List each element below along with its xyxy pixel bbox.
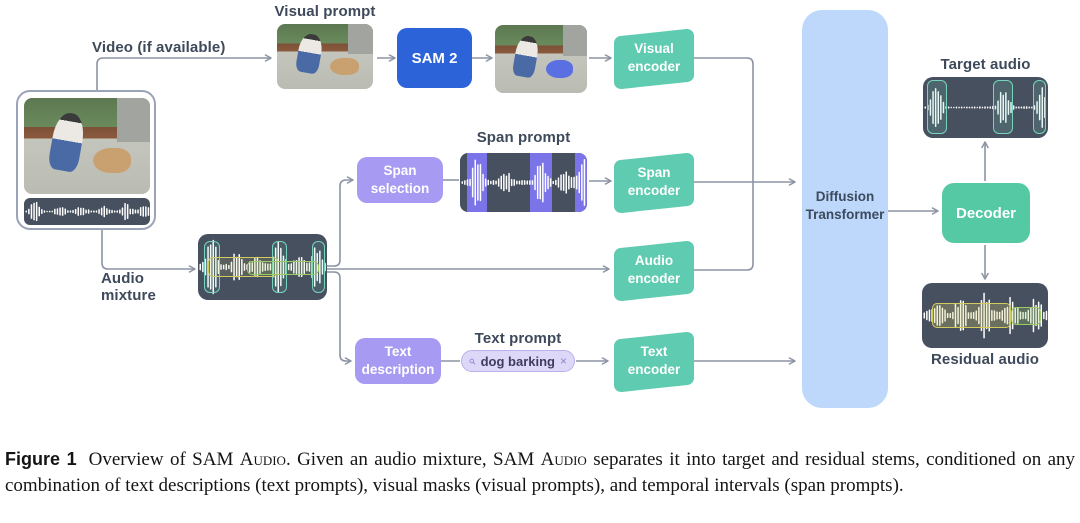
text-prompt-query: dog barking [480, 353, 555, 369]
architecture-diagram: Video (if available) Visual prompt SAM 2… [16, 3, 1048, 408]
visual-encoder-label: Visual encoder [627, 41, 681, 74]
span-selection-node: Span selection [357, 157, 443, 203]
waveform-graphic [460, 153, 587, 212]
target-span-box [1033, 80, 1046, 134]
text-prompt-chip: dog barking × [461, 350, 575, 372]
mixture-span-box [204, 241, 220, 293]
photo-dog [93, 147, 132, 173]
residual-yellow-box [932, 303, 1011, 328]
close-icon: × [559, 354, 567, 368]
mixture-span-box [272, 241, 287, 293]
text-encoder-node: Text encoder [612, 329, 696, 393]
waveform-graphic [922, 283, 1048, 348]
target-audio-label: Target audio [940, 56, 1031, 73]
audio-encoder-label: Audio encoder [627, 253, 681, 286]
search-icon [469, 358, 476, 364]
photo-wall [563, 25, 587, 57]
mixture-yellow-box [208, 257, 278, 277]
span-prompt-label: Span prompt [476, 129, 571, 146]
text-prompt-label: Text prompt [474, 330, 562, 347]
audio-mixture-label: Audio mixture [101, 270, 156, 304]
masked-frame-photo [495, 25, 587, 93]
encoder-shape [614, 332, 694, 392]
visual-prompt-photo [277, 24, 373, 89]
photo-wall [348, 24, 373, 54]
target-span-box [927, 80, 947, 134]
text-encoder-label: Text encoder [627, 344, 681, 377]
diffusion-transformer-label: Diffusion Transformer [805, 189, 885, 223]
photo-person [46, 111, 87, 174]
text-description-node: Text description [355, 338, 441, 384]
encoder-shape [614, 153, 694, 213]
residual-audio-label: Residual audio [930, 351, 1040, 368]
waveform-graphic [24, 198, 150, 225]
audio-encoder-node: Audio encoder [612, 238, 696, 302]
decoder-node: Decoder [942, 183, 1030, 243]
encoder-shape [614, 241, 694, 301]
residual-audio-waveform [922, 283, 1048, 348]
span-encoder-label: Span encoder [627, 165, 681, 198]
residual-green-box [1011, 307, 1041, 325]
sam2-node: SAM 2 [397, 28, 472, 88]
mixture-green-box [247, 261, 319, 275]
video-audio-waveform [24, 198, 150, 225]
photo-person [294, 32, 325, 76]
span-highlight-band [467, 153, 487, 212]
audio-mixture-waveform [198, 234, 327, 300]
span-prompt-waveform [460, 153, 587, 212]
video-frame-photo [24, 98, 150, 194]
connector-lines [96, 54, 989, 365]
target-span-box [993, 80, 1013, 134]
encoder-shape [614, 29, 694, 89]
video-input-card [16, 90, 156, 230]
video-if-available-label: Video (if available) [92, 39, 226, 56]
photo-dog-mask [545, 60, 574, 79]
photo-person [511, 34, 541, 79]
visual-prompt-label: Visual prompt [274, 3, 376, 20]
span-encoder-node: Span encoder [612, 150, 696, 214]
visual-encoder-node: Visual encoder [612, 26, 696, 90]
waveform-graphic [923, 77, 1048, 138]
diffusion-transformer-node [802, 10, 888, 408]
photo-dog [329, 57, 359, 75]
photo-wall [117, 98, 150, 143]
target-audio-waveform [923, 77, 1048, 138]
